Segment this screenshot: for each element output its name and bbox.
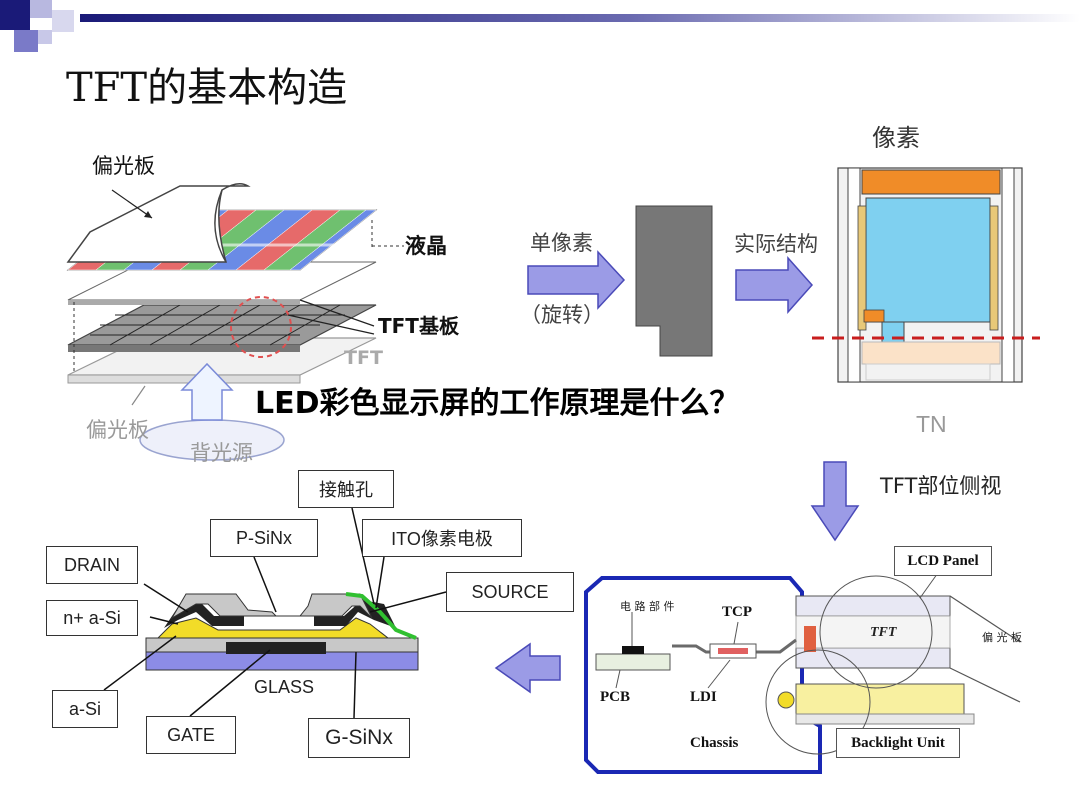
box-g-sinx: G-SiNx — [308, 718, 410, 758]
label-backlight: 背光源 — [190, 441, 253, 465]
label-liquid-crystal: 液晶 — [405, 234, 447, 258]
slide-title: TFT的基本构造 — [66, 65, 348, 111]
box-asi: a-Si — [52, 690, 118, 728]
box-drain: DRAIN — [46, 546, 138, 584]
label-polarizer-bottom: 偏光板 — [86, 418, 149, 442]
label-tft: TFT — [344, 347, 383, 369]
box-n-plus-asi: n+ a-Si — [46, 600, 138, 636]
box-contact-hole: 接触孔 — [298, 470, 394, 508]
label-glass: GLASS — [254, 677, 315, 697]
label-tft-side-view: TFT部位侧视 — [880, 474, 1002, 498]
label-polarizer-top: 偏光板 — [92, 154, 155, 178]
box-gate: GATE — [146, 716, 236, 754]
label-backlight-unit-text: Backlight Unit — [851, 734, 945, 751]
header-bar — [0, 0, 1080, 52]
label-ldi: LDI — [690, 689, 717, 705]
label-single-pixel: 单像素 — [530, 231, 593, 255]
label-polarizer-side: 偏 光 板 — [982, 631, 1022, 644]
header-gradient-graphic — [0, 0, 1080, 52]
label-lcd-panel: LCD Panel — [894, 546, 992, 576]
box-ito-pixel-electrode: ITO像素电极 — [362, 519, 522, 557]
label-tft-substrate: TFT基板 — [378, 314, 459, 338]
box-p-sinx: P-SiNx — [210, 519, 318, 557]
box-source: SOURCE — [446, 572, 574, 612]
overlay-headline: LED彩色显示屏的工作原理是什么？ — [255, 386, 740, 421]
label-circuit-parts: 电 路 部 件 — [620, 600, 675, 613]
label-lcd-panel-text: LCD Panel — [907, 552, 979, 569]
label-tft-side: TFT — [870, 625, 897, 640]
label-tn: TN — [916, 411, 947, 437]
label-chassis: Chassis — [690, 735, 739, 751]
label-pixel: 像素 — [872, 124, 920, 152]
label-tcp: TCP — [722, 604, 752, 620]
label-pcb: PCB — [600, 689, 630, 705]
label-actual-structure: 实际结构 — [734, 232, 818, 256]
label-rotate: （旋转） — [520, 303, 604, 327]
label-backlight-unit: Backlight Unit — [836, 728, 960, 758]
